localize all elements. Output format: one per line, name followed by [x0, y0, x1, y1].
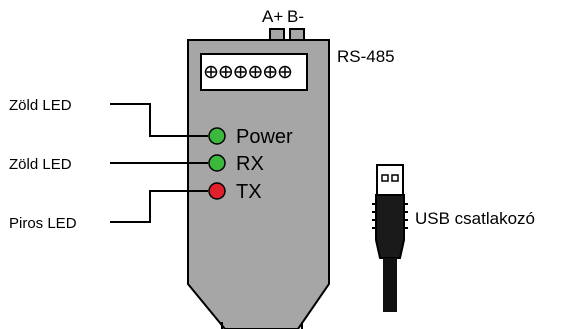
terminal-screw — [278, 65, 292, 79]
usb-metal-shell — [376, 164, 404, 196]
terminal-screw — [263, 65, 277, 79]
usb-grip-body — [375, 194, 405, 259]
rs485-label: RS-485 — [337, 47, 395, 66]
leader-power — [110, 103, 208, 137]
terminal-screw — [219, 65, 233, 79]
usb-cable — [383, 258, 397, 312]
usb-label: USB csatlakozó — [415, 209, 535, 228]
led-tx-label: TX — [236, 181, 262, 203]
converter-body — [187, 39, 330, 329]
led-power-indicator — [208, 127, 226, 145]
usb-plug — [372, 164, 408, 312]
led-rx: RX — [208, 153, 264, 175]
usb-grip-ridges — [372, 203, 408, 229]
b-minus-label: B- — [287, 7, 304, 26]
led-power-label: Power — [236, 126, 293, 148]
a-plus-label: A+ — [262, 7, 283, 26]
callout-power-led: Zöld LED — [9, 97, 72, 114]
terminal-screw — [234, 65, 247, 79]
led-tx: TX — [208, 181, 262, 203]
usb-contact-left — [381, 174, 389, 182]
terminal-screws — [204, 65, 292, 79]
callout-tx-led: Piros LED — [9, 215, 77, 232]
terminal-screw — [249, 65, 262, 79]
led-rx-indicator — [208, 154, 226, 172]
led-rx-label: RX — [236, 153, 264, 175]
leader-tx — [110, 190, 208, 223]
terminal-screw — [204, 65, 218, 79]
led-tx-indicator — [208, 182, 226, 200]
usb-contact-right — [391, 174, 399, 182]
callout-rx-led: Zöld LED — [9, 156, 72, 173]
led-power: Power — [208, 126, 293, 148]
